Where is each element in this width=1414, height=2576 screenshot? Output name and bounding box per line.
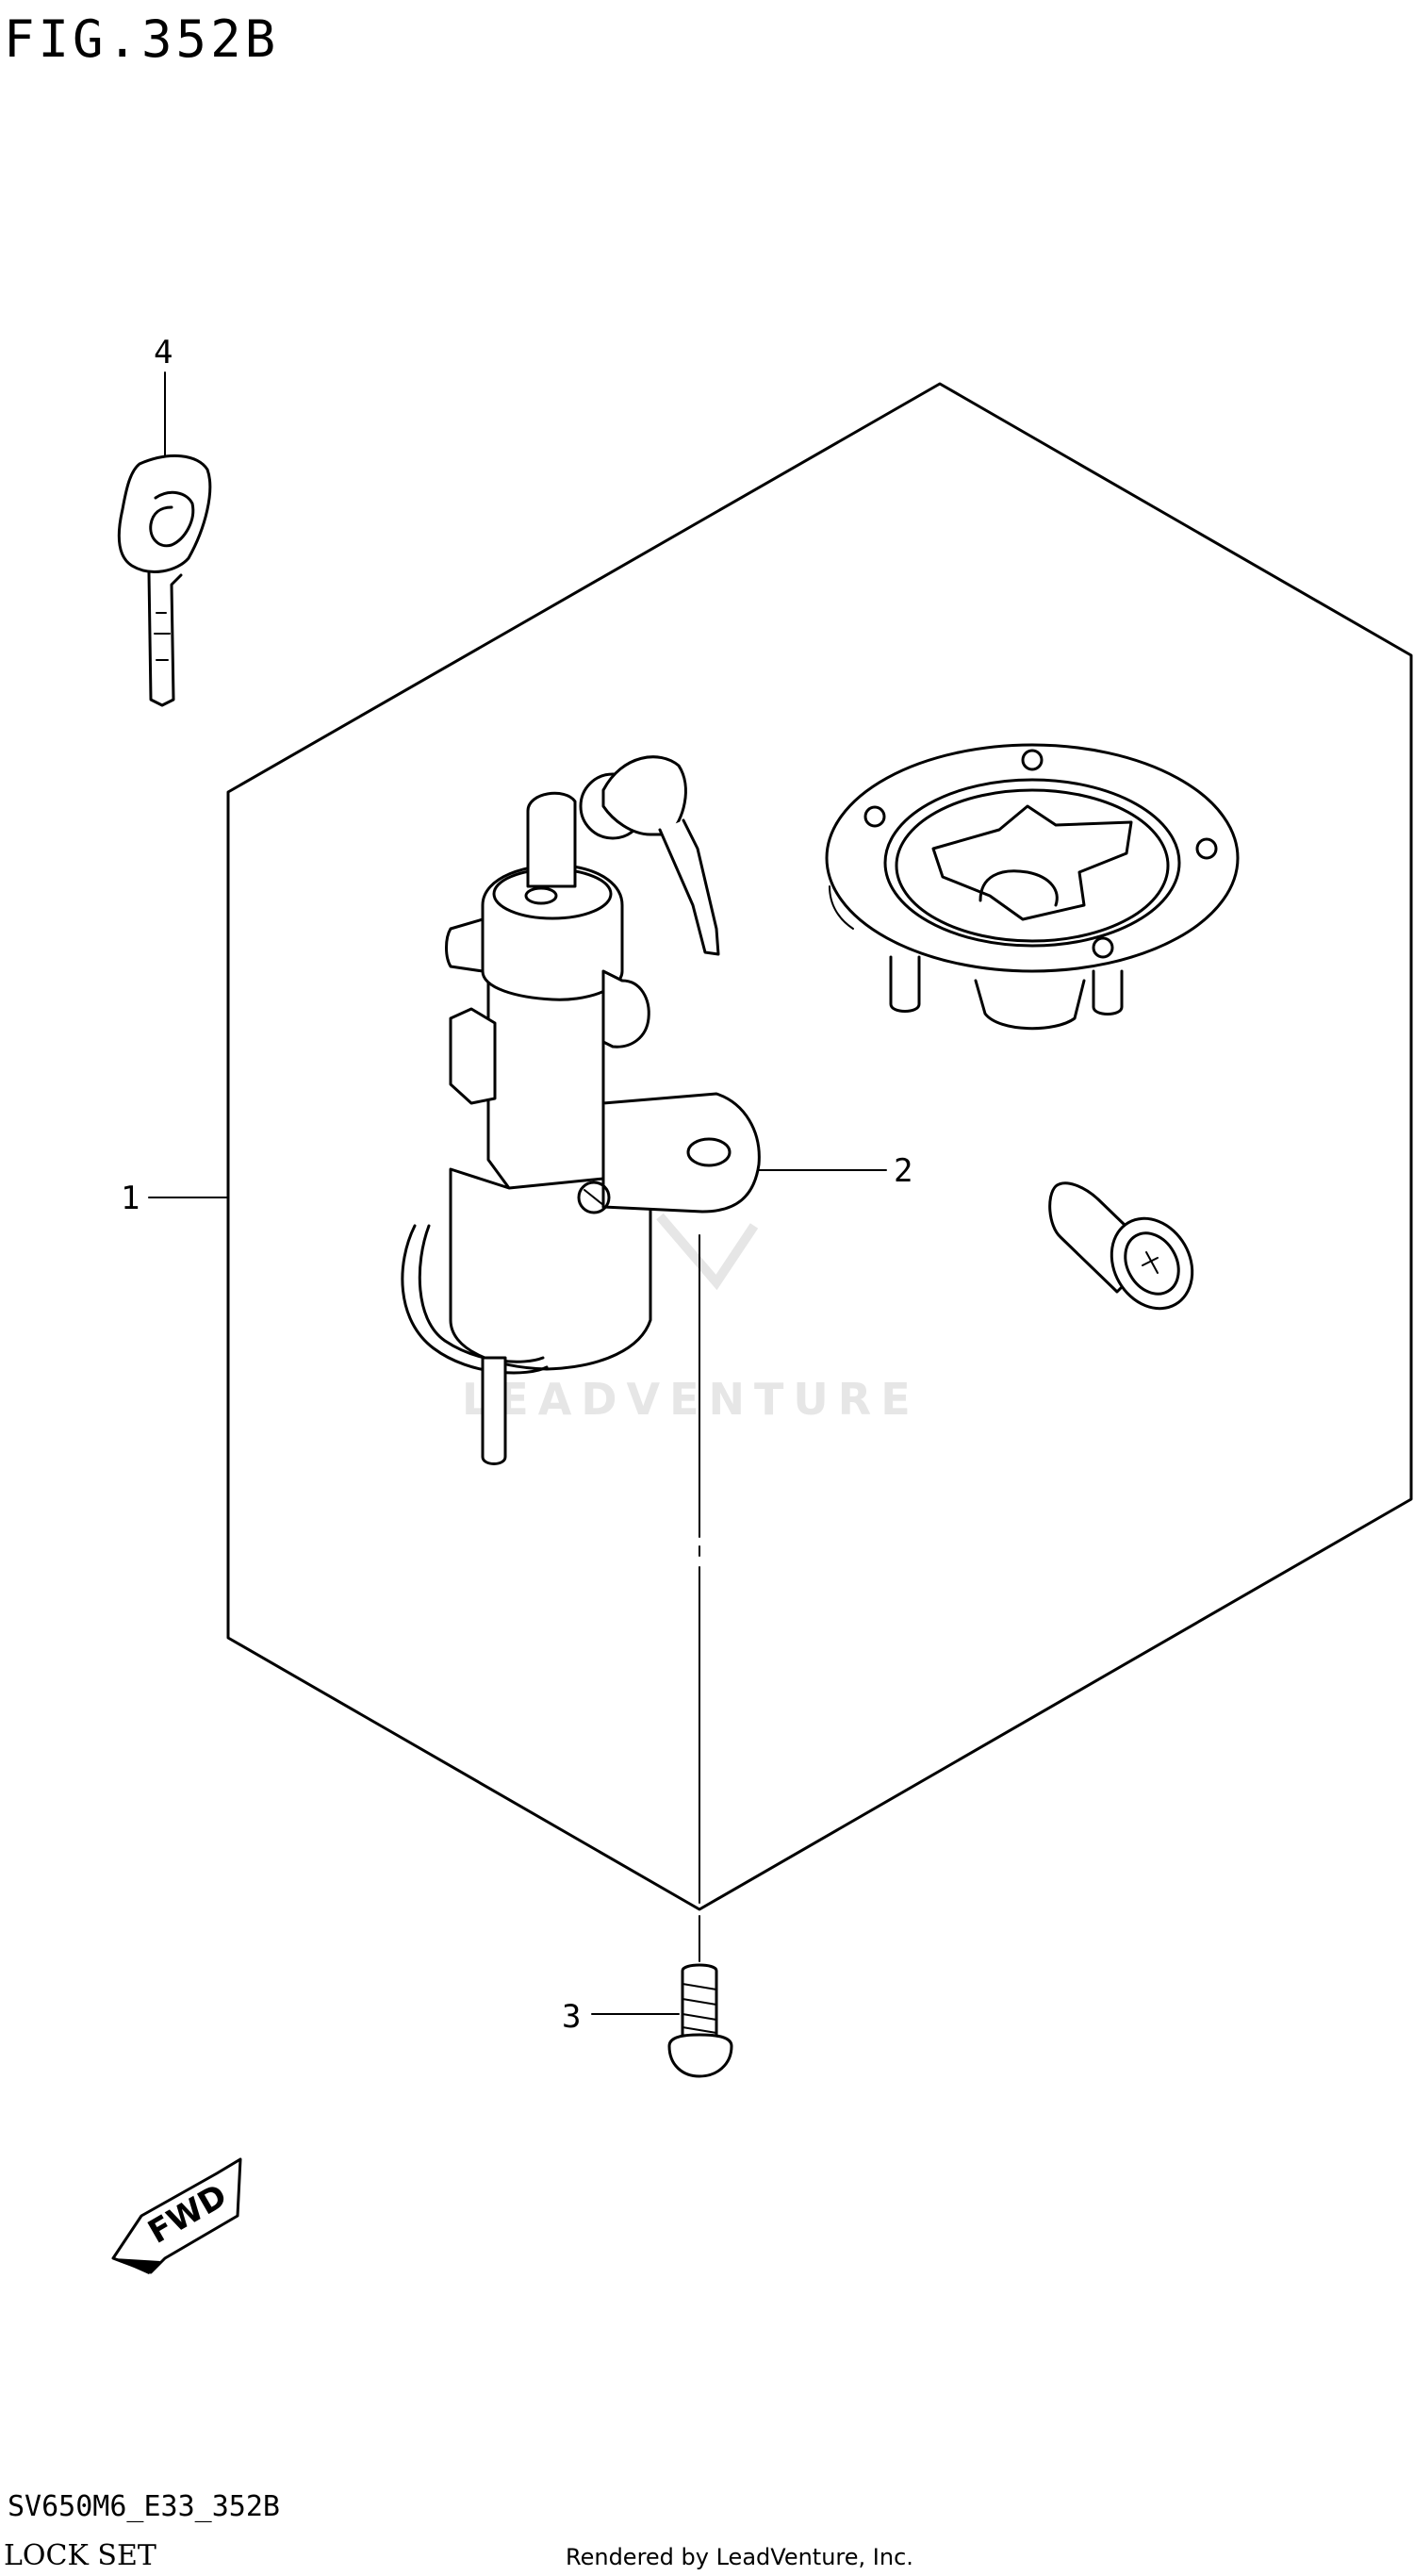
callout-3-label: 3 <box>562 1998 581 2036</box>
bolt-icon <box>667 1963 733 2078</box>
callout-2: 2 <box>758 1152 913 1190</box>
lock-cylinder-icon <box>1048 1181 1194 1311</box>
fuel-cap-icon <box>825 743 1240 1031</box>
callout-2-label: 2 <box>894 1152 913 1190</box>
callout-1: 1 <box>121 1180 229 1217</box>
callout-1-label: 1 <box>121 1180 140 1217</box>
key-icon <box>117 454 212 707</box>
watermark-text: LEADVENTURE <box>462 1374 920 1425</box>
callout-3: 3 <box>562 1998 680 2036</box>
forward-direction-arrow: FWD <box>111 2157 242 2274</box>
footer-rendered-by: Rendered by LeadVenture, Inc. <box>566 2544 913 2570</box>
footer-section-name: LOCK SET <box>4 2539 156 2572</box>
ignition-switch-icon <box>401 755 761 1465</box>
set-boundary <box>226 382 1413 1911</box>
callout-4-label: 4 <box>154 334 173 372</box>
watermark: LEADVENTURE <box>462 1213 920 1425</box>
footer-model-code: SV650M6_E33_352B <box>8 2490 280 2523</box>
callout-4: 4 <box>154 334 173 461</box>
figure-title: FIG.352B <box>4 9 279 69</box>
